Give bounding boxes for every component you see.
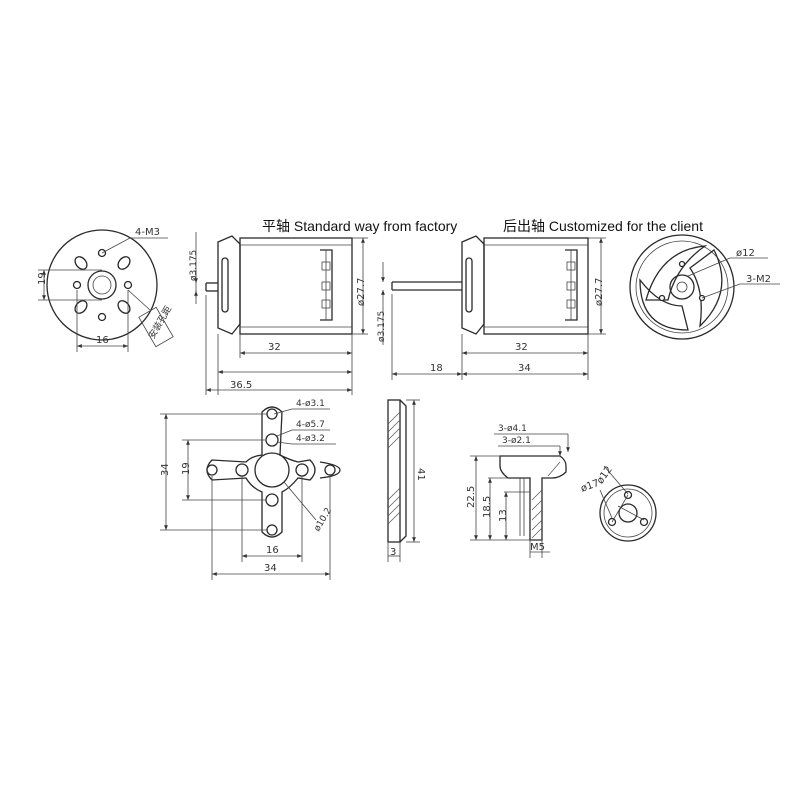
adapter-side-view: 3-ø4.1 3-ø2.1 22.5 18.5 13 M5 — [466, 424, 570, 558]
side-view-custom: ø3.175 ø27.7 32 18 34 — [377, 235, 606, 380]
dim-mount-side-height: 41 — [415, 468, 426, 481]
label-4-5-7: 4-ø5.7 — [296, 420, 325, 430]
label-3-m2: 3-M2 — [746, 274, 771, 285]
label-4-3-2: 4-ø3.2 — [296, 434, 325, 444]
label-4-3-1: 4-ø3.1 — [296, 399, 325, 409]
dim-adapter-18-5: 18.5 — [482, 496, 493, 518]
label-3-2-1: 3-ø2.1 — [502, 436, 531, 446]
side-view-standard: ø3.175 ø27.7 32 36.5 — [189, 232, 368, 395]
dim-mount-inner-w: 16 — [266, 545, 279, 556]
dim-mount-side-thick: 3 — [390, 547, 396, 558]
dim-adapter-thread: M5 — [530, 542, 545, 553]
dim-mount-inner-h: 19 — [181, 462, 192, 475]
dim-standard-body-dia: ø27.7 — [356, 278, 367, 306]
dim-standard-body-len: 32 — [268, 342, 281, 353]
title-standard: 平轴 Standard way from factory — [262, 218, 457, 234]
label-bore-12: ø12 — [736, 248, 755, 259]
mount-side-view: 41 3 — [387, 399, 426, 562]
dim-adapter-22-5: 22.5 — [466, 486, 477, 508]
dim-custom-body-len: 32 — [515, 342, 528, 353]
front-view-left: 19 16 4-M3 安装孔距 — [37, 227, 174, 352]
label-3-4-1: 3-ø4.1 — [498, 424, 527, 434]
title-custom: 后出轴 Customized for the client — [503, 218, 703, 234]
dim-mount-width: 34 — [264, 563, 277, 574]
dim-custom-shaft-dia: ø3.175 — [377, 311, 387, 342]
dim-custom-shaft-len: 18 — [430, 363, 443, 374]
dim-front-left-height: 19 — [37, 272, 48, 285]
dim-custom-body-dia: ø27.7 — [594, 278, 605, 306]
label-mount-note: 安装孔距 — [146, 304, 174, 341]
dim-adapter-13: 13 — [498, 509, 509, 522]
dim-front-left-width: 16 — [96, 335, 109, 346]
label-4-m3: 4-M3 — [135, 227, 160, 238]
x-mount: 4-ø3.1 4-ø5.7 4-ø3.2 ø10.2 34 19 16 34 — [160, 399, 341, 580]
adapter-front-view: ø17 ø12 — [579, 464, 657, 542]
dim-mount-height: 34 — [160, 463, 171, 476]
dim-standard-shaft-dia: ø3.175 — [189, 250, 199, 281]
dim-custom-total-len: 34 — [518, 363, 531, 374]
front-view-right: ø12 3-M2 — [629, 234, 780, 340]
dim-standard-total-len: 36.5 — [230, 380, 252, 391]
